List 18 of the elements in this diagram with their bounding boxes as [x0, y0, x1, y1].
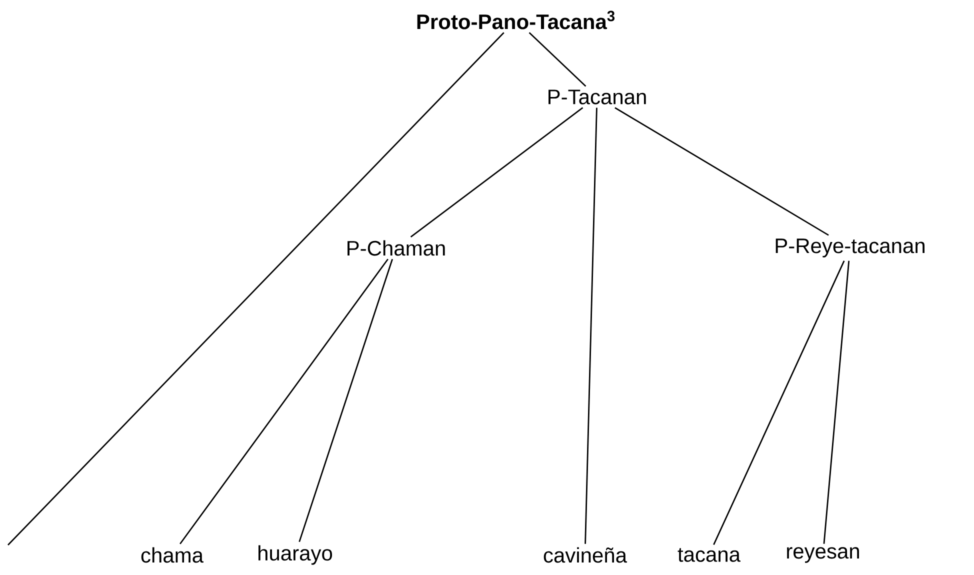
tree-label: P-Tacanan — [548, 90, 646, 104]
branch-line — [584, 108, 598, 544]
branch-line — [180, 258, 388, 544]
branch-line — [614, 107, 829, 236]
branch-line — [410, 107, 584, 238]
tree-label: P-Chaman — [348, 240, 445, 256]
tree-label: chama — [141, 547, 204, 563]
branch-line — [713, 260, 845, 545]
branch-line — [8, 32, 504, 546]
tree-label: tacana — [678, 548, 741, 562]
branch-line — [528, 32, 586, 87]
tree-label: cavineña — [544, 547, 627, 563]
tree-label: P-Reye-tacanan — [776, 238, 924, 258]
branch-line — [298, 258, 394, 542]
tree-label: huarayo — [258, 545, 332, 565]
tree-label: reyesan — [787, 547, 859, 563]
branch-line — [823, 260, 850, 544]
tree-label: Proto-Pano-Tacana$^{3}$ — [417, 10, 615, 30]
